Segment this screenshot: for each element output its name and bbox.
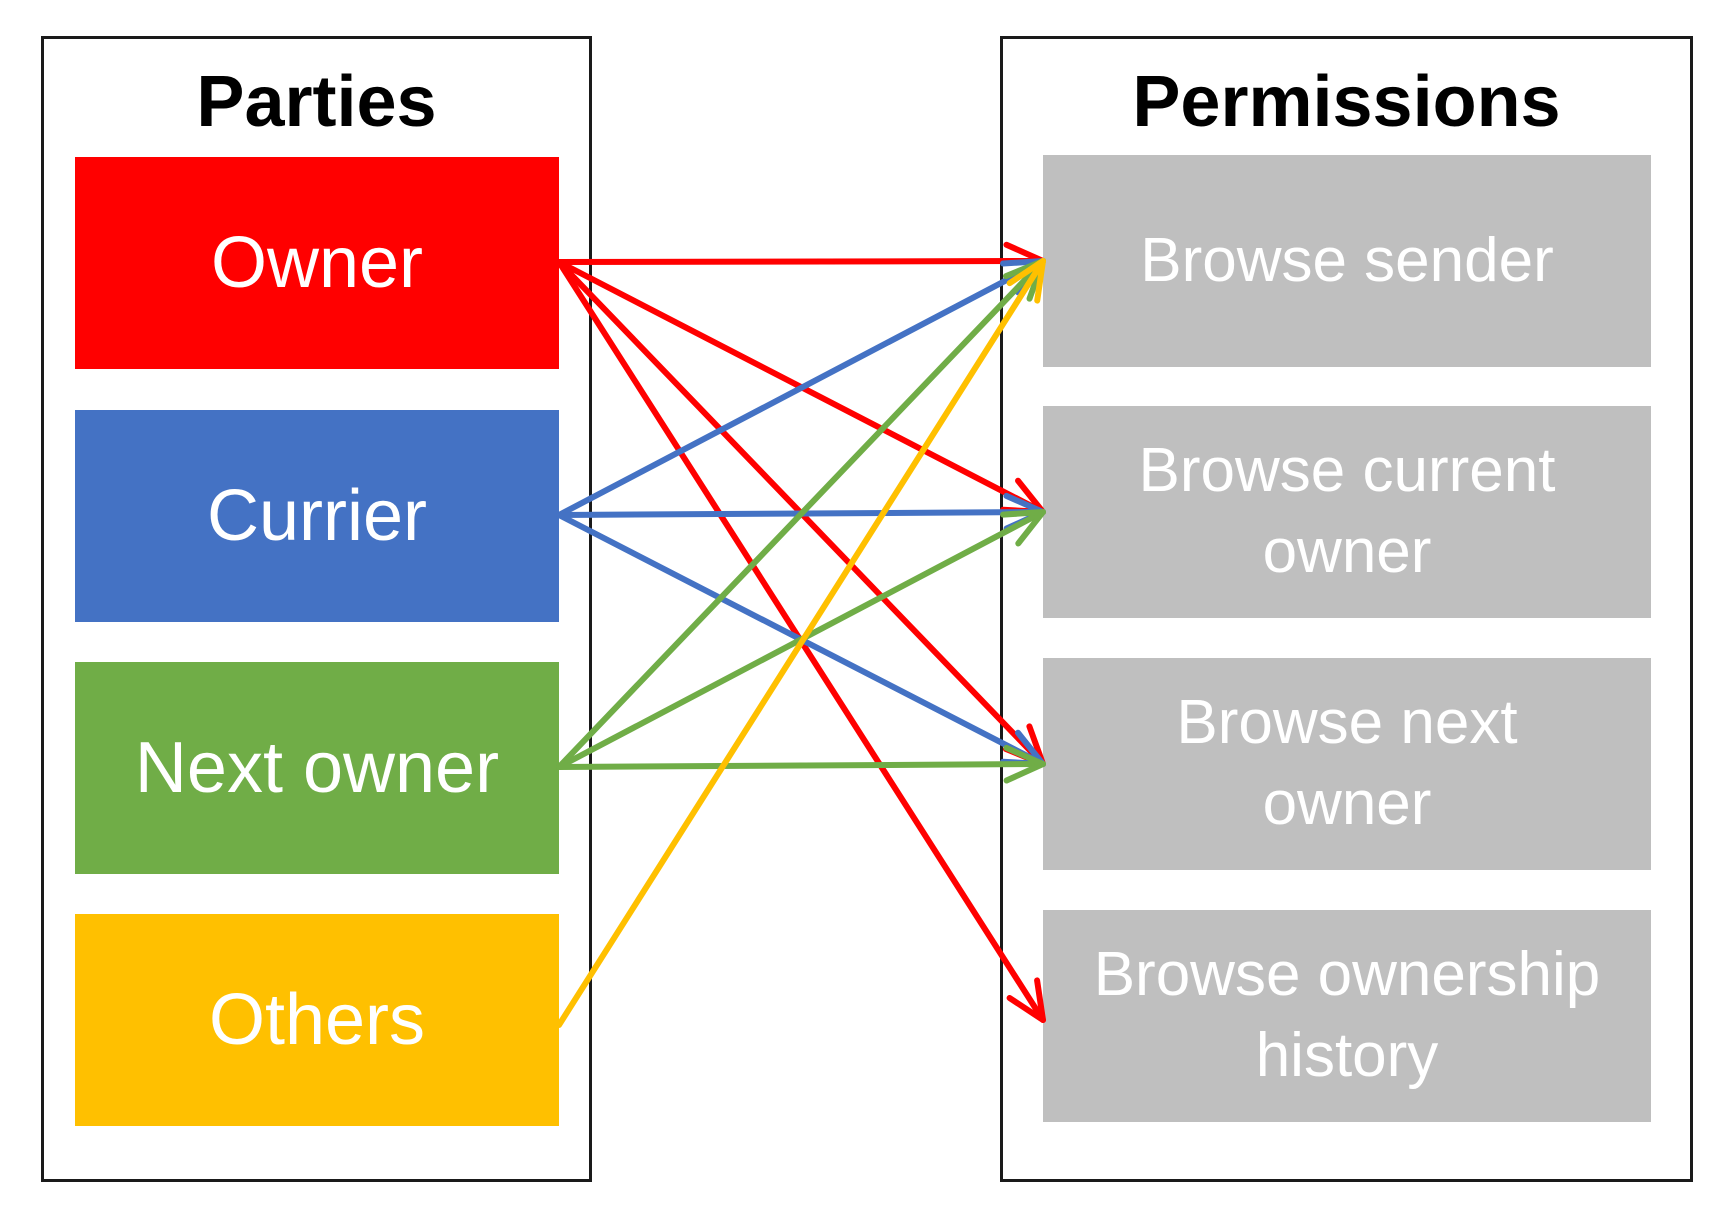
permissions-title: Permissions <box>1132 62 1561 142</box>
party-others: Others <box>75 914 559 1126</box>
permission-browse-sender: Browse sender <box>1043 155 1651 367</box>
party-others-label: Others <box>208 980 426 1060</box>
arrow-others-to-browse-sender <box>556 258 1046 1028</box>
arrow-currier-to-browse-current-owner <box>556 492 1046 532</box>
party-next-owner-label: Next owner <box>134 728 500 808</box>
permission-browse-next-owner-label: Browse next owner <box>1176 688 1518 838</box>
party-owner: Owner <box>75 157 559 369</box>
parties-title: Parties <box>196 62 437 142</box>
party-owner-label: Owner <box>210 223 424 303</box>
party-currier-label: Currier <box>206 476 427 556</box>
arrow-owner-to-browse-next-owner <box>556 259 1046 767</box>
arrow-next-owner-to-browse-sender <box>556 258 1046 770</box>
permission-browse-current-owner: Browse current owner <box>1043 406 1651 618</box>
arrow-currier-to-browse-next-owner <box>556 512 1046 767</box>
permission-browse-ownership-history-label: Browse ownership history <box>1093 940 1601 1090</box>
arrow-next-owner-to-browse-current-owner <box>556 509 1046 770</box>
arrow-owner-to-browse-sender <box>556 241 1046 281</box>
arrow-currier-to-browse-sender <box>556 258 1046 518</box>
permission-browse-current-owner-label: Browse current owner <box>1138 436 1556 586</box>
party-currier: Currier <box>75 410 559 622</box>
permission-browse-ownership-history: Browse ownership history <box>1043 910 1651 1122</box>
permission-browse-sender-label: Browse sender <box>1140 225 1554 295</box>
party-next-owner: Next owner <box>75 662 559 874</box>
arrow-next-owner-to-browse-next-owner <box>556 744 1046 784</box>
arrow-owner-to-browse-ownership-history <box>556 259 1046 1023</box>
permission-browse-next-owner: Browse next owner <box>1043 658 1651 870</box>
arrow-owner-to-browse-current-owner <box>556 259 1046 515</box>
